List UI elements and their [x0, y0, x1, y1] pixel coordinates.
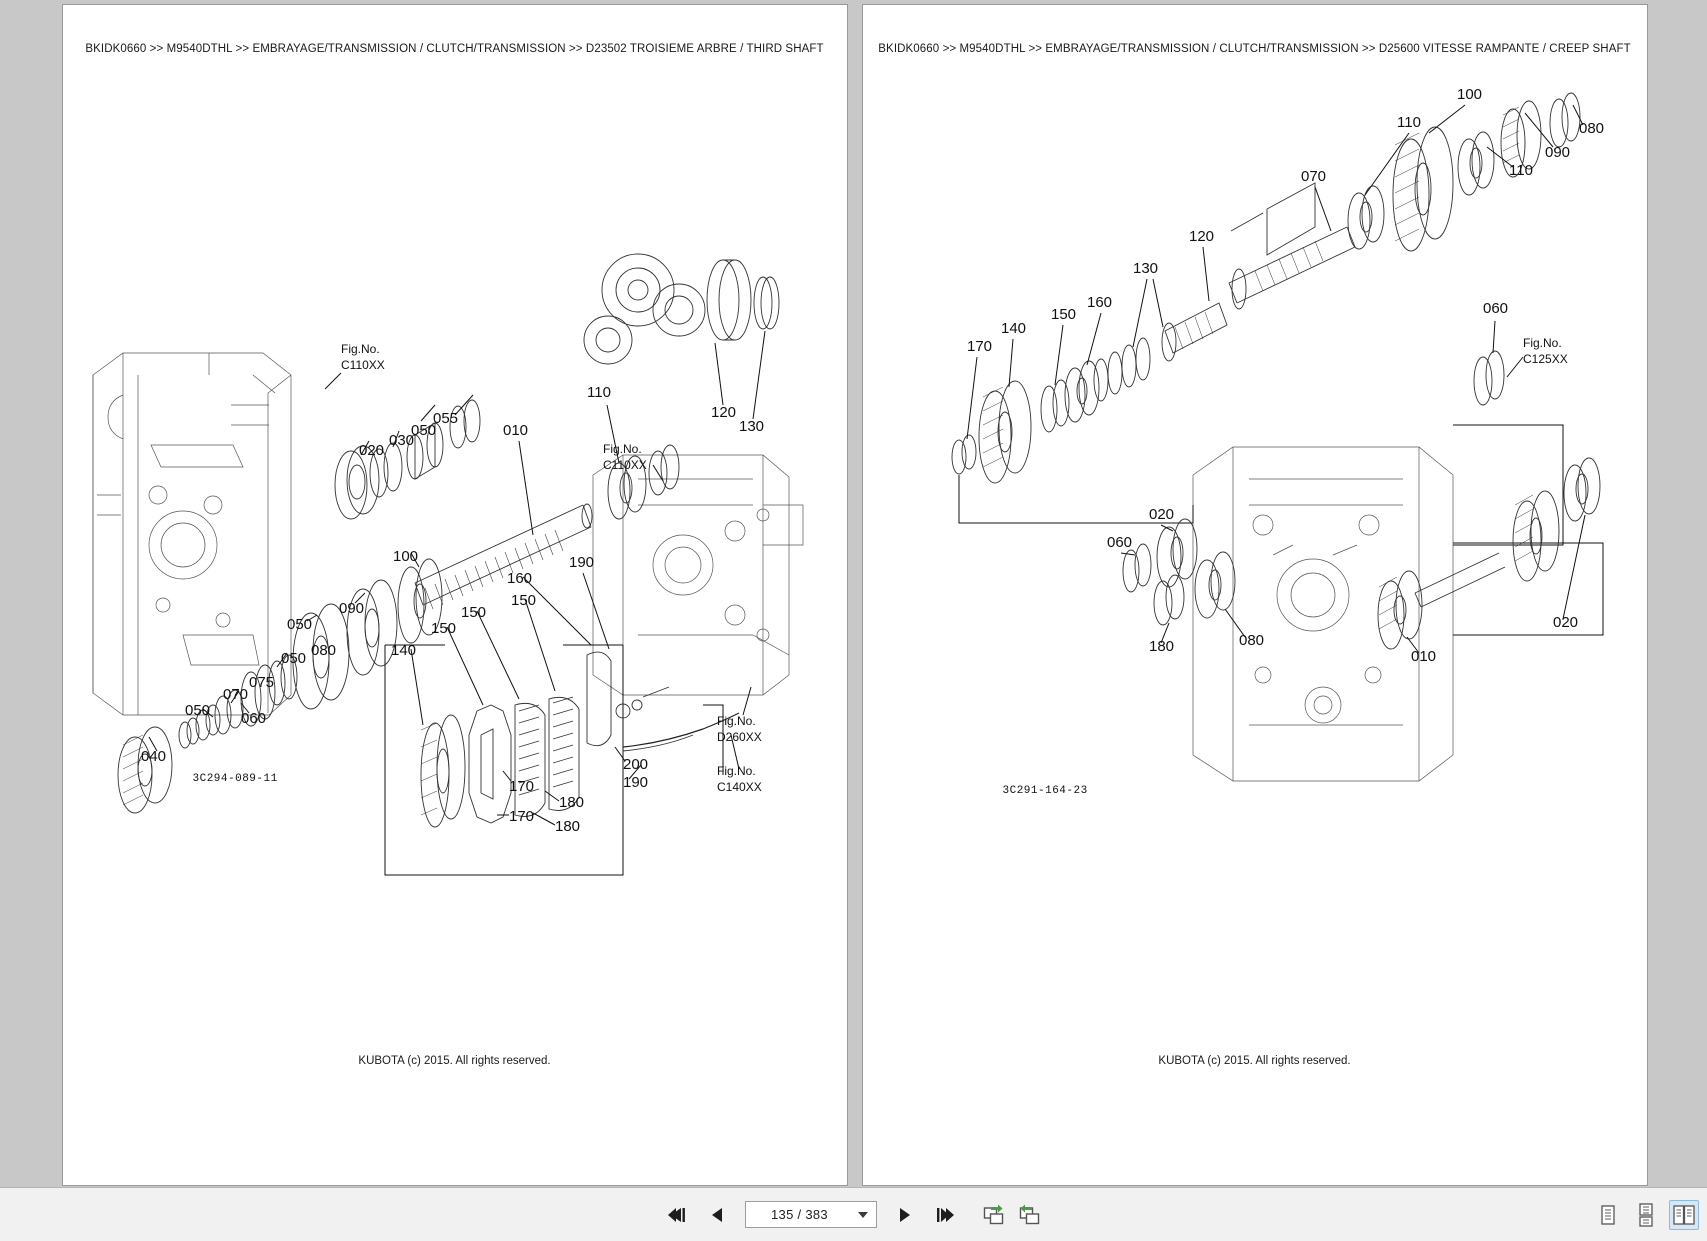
svg-text:Fig.No.: Fig.No.: [1523, 336, 1562, 350]
copyright-left: KUBOTA (c) 2015. All rights reserved.: [358, 1055, 551, 1067]
page-number-value: 135 / 383: [771, 1207, 828, 1222]
svg-text:150: 150: [461, 604, 486, 621]
drawing-number-left: 3C294-089-11: [192, 773, 278, 785]
parts-diagram-right: 100 110 080 090 110 070 120 130 160 15: [863, 75, 1647, 955]
svg-text:D260XX: D260XX: [717, 730, 762, 744]
svg-text:050: 050: [411, 422, 436, 439]
continuous-view-button[interactable]: [1631, 1200, 1661, 1230]
svg-text:080: 080: [311, 642, 336, 659]
svg-text:050: 050: [185, 702, 210, 719]
svg-text:150: 150: [1051, 306, 1076, 323]
pdf-viewer-canvas[interactable]: BKIDK0660 >> M9540DTHL >> EMBRAYAGE/TRAN…: [0, 0, 1707, 1187]
svg-text:170: 170: [509, 808, 534, 825]
chevron-down-icon: [857, 1211, 868, 1218]
svg-text:190: 190: [569, 554, 594, 571]
svg-text:Fig.No.: Fig.No.: [341, 342, 380, 356]
svg-text:Fig.No.: Fig.No.: [603, 442, 642, 456]
svg-text:180: 180: [555, 818, 580, 835]
svg-text:200: 200: [623, 756, 648, 773]
svg-text:140: 140: [1001, 320, 1026, 337]
svg-text:020: 020: [1149, 506, 1174, 523]
svg-text:C125XX: C125XX: [1523, 352, 1568, 366]
export-page-icon[interactable]: [981, 1202, 1007, 1228]
svg-text:150: 150: [511, 592, 536, 609]
view-mode-group: [1593, 1199, 1699, 1230]
svg-text:020: 020: [359, 442, 384, 459]
svg-text:010: 010: [1411, 648, 1436, 665]
svg-text:130: 130: [1133, 260, 1158, 277]
first-page-button[interactable]: [665, 1202, 691, 1228]
svg-text:150: 150: [431, 620, 456, 637]
svg-text:090: 090: [339, 600, 364, 617]
svg-text:090: 090: [1545, 144, 1570, 161]
svg-text:075: 075: [249, 674, 274, 691]
svg-text:120: 120: [1189, 228, 1214, 245]
document-page-left[interactable]: BKIDK0660 >> M9540DTHL >> EMBRAYAGE/TRAN…: [61, 4, 848, 1186]
next-page-button[interactable]: [891, 1202, 917, 1228]
svg-text:080: 080: [1239, 632, 1264, 649]
pdf-bottom-toolbar[interactable]: 135 / 383: [0, 1187, 1707, 1241]
svg-text:060: 060: [241, 710, 266, 727]
page-navigation-group: 135 / 383: [665, 1201, 1043, 1228]
breadcrumb-left: BKIDK0660 >> M9540DTHL >> EMBRAYAGE/TRAN…: [85, 43, 824, 55]
svg-text:Fig.No.: Fig.No.: [717, 764, 756, 778]
page-number-select[interactable]: 135 / 383: [744, 1201, 877, 1228]
last-page-button[interactable]: [931, 1202, 957, 1228]
breadcrumb-right: BKIDK0660 >> M9540DTHL >> EMBRAYAGE/TRAN…: [878, 43, 1631, 55]
svg-text:100: 100: [393, 548, 418, 565]
single-page-view-button[interactable]: [1593, 1200, 1623, 1230]
svg-text:030: 030: [389, 432, 414, 449]
previous-page-button[interactable]: [705, 1202, 731, 1228]
svg-text:110: 110: [587, 384, 611, 401]
svg-text:180: 180: [1149, 638, 1174, 655]
svg-text:160: 160: [1087, 294, 1112, 311]
parts-diagram-left: Fig.No. C110XX 055 050 030 020 010 110 1…: [63, 75, 847, 955]
svg-text:C110XX: C110XX: [603, 458, 647, 472]
svg-text:170: 170: [967, 338, 992, 355]
svg-text:060: 060: [1483, 300, 1508, 317]
svg-text:055: 055: [433, 410, 458, 427]
svg-text:110: 110: [1397, 114, 1421, 131]
svg-text:170: 170: [509, 778, 534, 795]
export-all-icon[interactable]: [1017, 1202, 1043, 1228]
svg-text:020: 020: [1553, 614, 1578, 631]
svg-text:140: 140: [391, 642, 416, 659]
copyright-right: KUBOTA (c) 2015. All rights reserved.: [1158, 1055, 1351, 1067]
svg-text:180: 180: [559, 794, 584, 811]
two-page-view-button[interactable]: [1669, 1199, 1699, 1230]
svg-text:070: 070: [223, 686, 248, 703]
svg-text:080: 080: [1579, 120, 1604, 137]
svg-text:050: 050: [287, 616, 312, 633]
drawing-number-right: 3C291-164-23: [1002, 785, 1088, 797]
svg-text:C140XX: C140XX: [717, 780, 762, 794]
export-tools-group: [981, 1202, 1043, 1228]
document-page-right[interactable]: BKIDK0660 >> M9540DTHL >> EMBRAYAGE/TRAN…: [861, 4, 1648, 1186]
svg-text:120: 120: [711, 404, 736, 421]
svg-text:070: 070: [1301, 168, 1326, 185]
svg-text:060: 060: [1107, 534, 1132, 551]
svg-text:010: 010: [503, 422, 528, 439]
svg-text:050: 050: [281, 650, 306, 667]
svg-text:190: 190: [623, 774, 648, 791]
svg-text:160: 160: [507, 570, 532, 587]
svg-text:C110XX: C110XX: [341, 358, 385, 372]
svg-text:040: 040: [141, 748, 166, 765]
svg-text:100: 100: [1457, 86, 1482, 103]
svg-text:Fig.No.: Fig.No.: [717, 714, 756, 728]
svg-text:130: 130: [739, 418, 764, 435]
svg-text:110: 110: [1509, 162, 1533, 179]
